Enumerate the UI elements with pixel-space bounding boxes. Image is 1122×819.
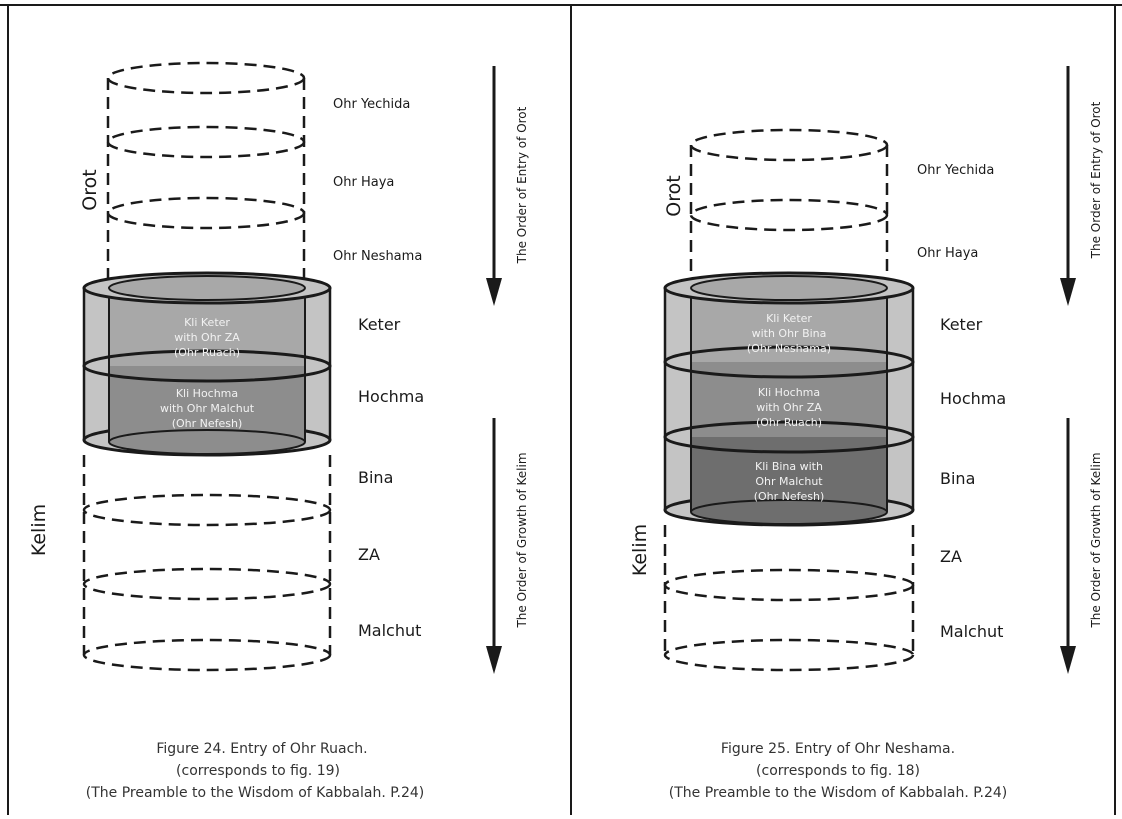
caption-line: (The Preamble to the Wisdom of Kabbalah.… [86,785,425,801]
figure-25-panel: Kli Keter with Ohr Bina (Ohr Neshama) Kl… [629,66,1103,801]
figure-24-caption: Figure 24. Entry of Ohr Ruach. (correspo… [86,741,425,801]
figure-25-caption: Figure 25. Entry of Ohr Neshama. (corres… [669,741,1008,801]
sefira-label-keter: Keter [358,315,401,334]
figure-24-panel: Kli Keter with Ohr ZA (Ohr Ruach) Kli Ho… [28,61,529,801]
page-frame [0,4,1122,815]
vessel-text-line: (Ohr Ruach) [756,416,822,429]
vessel-divider-ring [663,420,915,454]
orot-label: Orot [79,169,101,210]
light-label-neshama: Ohr Neshama [333,249,422,264]
ring-malchut-bottom [82,638,332,672]
arrow-down-icon [1060,278,1076,306]
vessel-hochma-bottom [108,429,306,455]
sefira-label-bina: Bina [358,468,393,487]
sefira-label-malchut: Malchut [358,621,421,640]
sefira-label-za: ZA [358,545,380,564]
vessel-texts: Kli Keter with Ohr Bina (Ohr Neshama) Kl… [747,312,831,503]
ring-malchut-bottom [663,638,915,672]
inner-vessels [82,271,332,455]
vessel-keter-top [108,275,306,301]
caption-line: (corresponds to fig. 19) [176,763,340,779]
inner-vessels [663,271,915,525]
sefira-label-hochma: Hochma [940,389,1006,408]
sefira-label-malchut: Malchut [940,622,1003,641]
arrow-down-icon [1060,646,1076,674]
kelim-dashed-rings [82,455,332,672]
light-label-yechida: Ohr Yechida [333,97,410,112]
arrow-down-icon [486,646,502,674]
vessel-divider-ring [82,349,332,383]
kelim-label: Kelim [629,524,651,576]
sefirot-labels: Keter Hochma Bina ZA Malchut [940,315,1006,641]
vessel-text-line: (Ohr Neshama) [747,342,831,355]
vessel-text-line: (Ohr Ruach) [174,346,240,359]
ring-neshama-top [106,196,306,230]
orot-label: Orot [663,175,685,216]
arrow-entry-label: The Order of Entry of Orot [1089,101,1103,259]
caption-line: (corresponds to fig. 18) [756,763,920,779]
light-label-haya: Ohr Haya [333,175,394,190]
vessel-text-line: Kli Hochma [758,386,820,399]
kelim-dashed-rings [663,525,915,672]
vessel-text-line: Kli Keter [766,312,812,325]
ring-malchut-top [663,568,915,602]
ring-yechida-top [689,128,889,162]
vessel-text-line: with Ohr ZA [174,331,240,344]
light-label-yechida: Ohr Yechida [917,163,994,178]
ring-haya-top [106,125,306,159]
light-labels: Ohr Yechida Ohr Haya [917,163,994,261]
orot-dashed-rings [689,128,889,288]
sefira-label-hochma: Hochma [358,387,424,406]
sefirot-labels: Keter Hochma Bina ZA Malchut [358,315,424,640]
vessel-text-line: with Ohr Malchut [160,402,255,415]
caption-line: Figure 25. Entry of Ohr Neshama. [721,741,955,757]
arrow-entry-label: The Order of Entry of Orot [515,106,529,264]
vessel-keter-top [690,275,888,301]
caption-line: Figure 24. Entry of Ohr Ruach. [156,741,367,757]
vessel-text-line: Ohr Malchut [755,475,823,488]
orot-dashed-rings [106,61,306,288]
vessel-text-line: Kli Bina with [755,460,823,473]
ring-malchut-top [82,567,332,601]
arrow-growth-of-kelim: The Order of Growth of Kelim [486,418,529,674]
arrow-growth-of-kelim: The Order of Growth of Kelim [1060,418,1103,674]
ring-haya-top [689,198,889,232]
vessel-divider-ring [663,345,915,379]
arrow-entry-of-orot: The Order of Entry of Orot [486,66,529,306]
sefira-label-bina: Bina [940,469,975,488]
ring-yechida-top [106,61,306,95]
vessel-text-line: Kli Hochma [176,387,238,400]
arrow-down-icon [486,278,502,306]
sefira-label-keter: Keter [940,315,983,334]
light-label-haya: Ohr Haya [917,246,978,261]
vessel-text-line: (Ohr Nefesh) [754,490,825,503]
vessel-text-line: with Ohr ZA [756,401,822,414]
vessel-text-line: Kli Keter [184,316,230,329]
vessel-text-line: (Ohr Nefesh) [172,417,243,430]
vessel-bina-bottom [690,499,888,525]
arrow-growth-label: The Order of Growth of Kelim [1089,452,1103,628]
ring-za-top [82,493,332,527]
caption-line: (The Preamble to the Wisdom of Kabbalah.… [669,785,1008,801]
sefira-label-za: ZA [940,547,962,566]
kelim-label: Kelim [28,504,50,556]
arrow-growth-label: The Order of Growth of Kelim [515,452,529,628]
vessel-text-line: with Ohr Bina [752,327,827,340]
vessel-texts: Kli Keter with Ohr ZA (Ohr Ruach) Kli Ho… [160,316,255,430]
arrow-entry-of-orot: The Order of Entry of Orot [1060,66,1103,306]
light-labels: Ohr Yechida Ohr Haya Ohr Neshama [333,97,422,264]
